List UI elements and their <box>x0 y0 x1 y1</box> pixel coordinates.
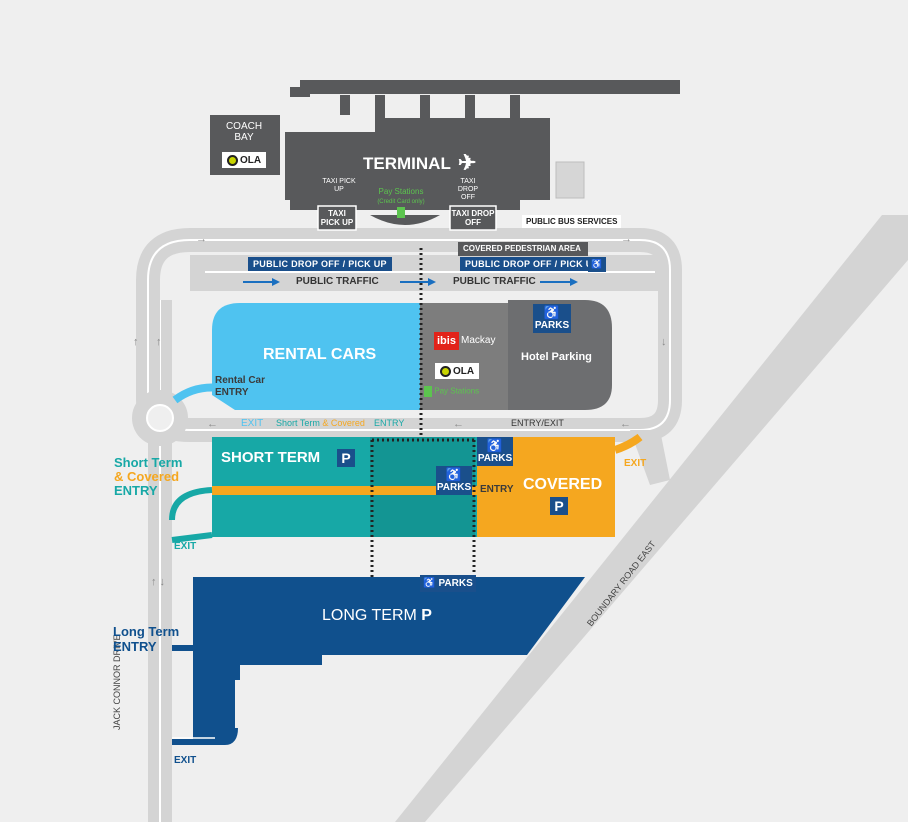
terminal-building <box>210 80 680 210</box>
ibis-name: Mackay <box>461 335 496 346</box>
rental-cars-area <box>212 303 420 410</box>
traffic-arrows <box>243 278 578 286</box>
arrow-bottom-2: ← <box>453 418 464 430</box>
long-term-parks-badge: ♿ PARKS <box>420 575 476 592</box>
short-term-side-label: Short Term & Covered ENTRY <box>114 455 183 498</box>
long-term-title: LONG TERM P <box>322 607 432 624</box>
short-term-title: SHORT TERM <box>221 449 321 466</box>
entry-exit-label: ENTRY/EXIT <box>511 418 564 428</box>
exit-road <box>630 430 670 485</box>
taxi-dropoff-box-label: TAXI DROP OFF <box>451 209 495 227</box>
ola-hotel-label: OLA <box>452 365 475 377</box>
terminal-curve <box>370 215 440 225</box>
wheelchair-icon: ♿ <box>445 467 463 482</box>
taxi-pickup-box-label: TAXI PICK UP <box>320 209 354 227</box>
arrow-jack-updown: ↑ ↓ <box>151 576 166 588</box>
accessible-icon: ♿ <box>588 257 606 272</box>
long-term-area <box>193 577 585 740</box>
public-traffic-right: PUBLIC TRAFFIC <box>453 276 536 287</box>
ola-logo-icon: OLA <box>222 152 266 168</box>
plane-icon: ✈ <box>458 150 477 175</box>
covered-title: COVERED <box>523 476 603 493</box>
taxi-pickup-box <box>317 205 357 231</box>
arrow-left-up-1: ↑ <box>133 336 139 348</box>
short-covered-entry-label: Short Term & Covered <box>276 418 365 428</box>
long-term-exit-label: EXIT <box>174 755 197 766</box>
hotel-parks-badge: ♿PARKS <box>533 304 571 333</box>
entry-word: ENTRY <box>374 418 405 428</box>
rental-exit-label: EXIT <box>241 418 264 429</box>
short-term-exit-curve <box>171 532 213 543</box>
hotel-parking-label: Hotel Parking <box>521 351 592 363</box>
taxi-pickup-inner-label: TAXI PICK UP <box>322 178 356 193</box>
wheelchair-icon: ♿ <box>543 305 561 320</box>
boundary-road-east <box>395 215 908 822</box>
taxi-dropoff-box <box>449 205 497 231</box>
covered-exit-label: EXIT <box>624 458 647 469</box>
arrow-top-left: → <box>196 233 207 245</box>
covered-parks-badge: ♿PARKS <box>477 437 513 466</box>
covered-pedestrian-label: COVERED PEDESTRIAN AREA <box>463 244 581 253</box>
coach-bay-label: COACH BAY <box>225 121 263 143</box>
public-dropoff-left: PUBLIC DROP OFF / PICK UP <box>248 257 392 271</box>
annex-building <box>555 161 585 199</box>
arrow-right-down: ↓ <box>661 336 667 348</box>
wheelchair-icon: ♿ <box>486 438 504 453</box>
long-term-exit-lane <box>172 727 238 745</box>
pay-station-icon <box>397 207 405 218</box>
ola-label: OLA <box>239 154 262 166</box>
covered-exit-ramp <box>613 433 643 454</box>
arrow-bottom-1: ← <box>207 418 218 430</box>
arrow-bottom-3: ← <box>620 418 631 430</box>
rental-entry-label: Rental Car ENTRY <box>215 375 266 398</box>
long-term-p-icon: P <box>421 607 432 624</box>
short-term-entry-curve <box>169 487 213 521</box>
pay-stations-hotel: Pay Stations <box>424 386 479 397</box>
ibis-area <box>420 303 508 410</box>
public-dropoff-right: PUBLIC DROP OFF / PICK UP <box>460 257 604 271</box>
rental-entry-ramp <box>172 383 221 404</box>
covered-p-icon: P <box>550 497 568 515</box>
public-bus-label: PUBLIC BUS SERVICES <box>522 215 622 228</box>
orange-lane <box>212 486 477 495</box>
ibis-logo: ibis <box>434 332 459 350</box>
rental-cars-title: RENTAL CARS <box>263 346 377 363</box>
pedestrian-crossing-loop <box>370 438 476 577</box>
short-term-exit-label: EXIT <box>174 541 197 552</box>
arrow-top-right: → <box>621 233 632 245</box>
covered-pedestrian-area <box>458 242 588 256</box>
public-traffic-left: PUBLIC TRAFFIC <box>296 276 379 287</box>
short-term-parks-badge: ♿PARKS <box>436 466 472 495</box>
covered-entry-label: ENTRY <box>480 484 514 495</box>
wheelchair-icon: ♿ <box>423 578 436 589</box>
terminal-title: TERMINAL <box>363 154 451 173</box>
arrow-left-up-2: ↑ <box>156 336 162 348</box>
short-term-p-icon: P <box>337 449 355 467</box>
pay-station-hotel-icon <box>424 386 432 397</box>
pay-stations-terminal: Pay Stations(Credit Card only) <box>375 187 427 218</box>
ola-hotel-logo-icon: OLA <box>435 363 479 379</box>
taxi-dropoff-inner-label: TAXI DROP OFF <box>457 178 479 201</box>
